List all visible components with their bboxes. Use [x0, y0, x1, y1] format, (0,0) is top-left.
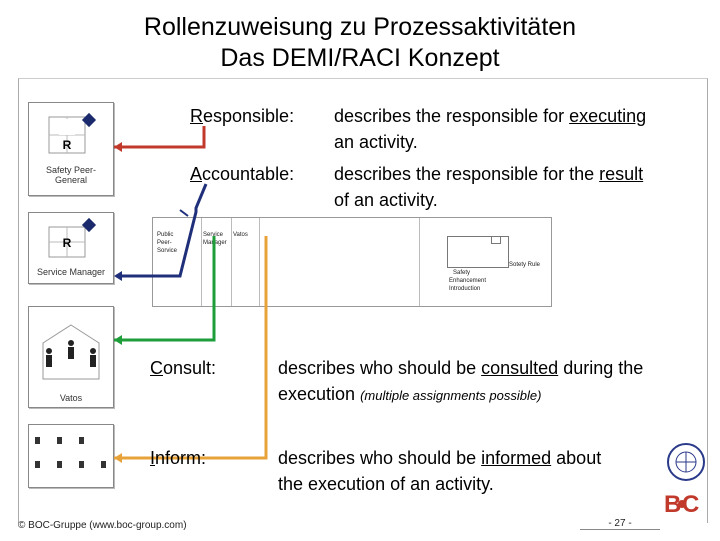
role-box-safety-peer: R Safety Peer- General [28, 102, 114, 196]
title-line-2: Das DEMI/RACI Konzept [220, 44, 500, 72]
role-caption-3: Vatos [59, 393, 83, 403]
page-number: - 27 - [580, 518, 660, 530]
people-grid-icon [35, 437, 106, 468]
def-responsible-text-2: an activity. [334, 132, 418, 152]
activity-connector [491, 236, 501, 244]
boc-logo: B C [656, 436, 716, 536]
activity-label-2: Enhancement [449, 278, 487, 284]
def-responsible-text: describes the responsible for executing [334, 106, 647, 126]
footer-copyright: © BOC-Gruppe (www.boc-group.com) [18, 520, 187, 531]
def-consult-term: Consult: [150, 358, 217, 378]
role-box-service-manager: R Service Manager [28, 212, 114, 284]
diagram-col-1: Public Peer- Sorvice [153, 218, 202, 306]
diagram-col-3: Vatos [231, 218, 260, 306]
def-accountable-term: Accountable: [190, 164, 295, 184]
def-consult-text: describes who should be consulted during… [278, 358, 644, 378]
group-of-people-icon [42, 324, 100, 380]
role-caption-2: Service Manager [36, 267, 106, 277]
svg-text:R: R [63, 236, 72, 250]
title-line-1: Rollenzuweisung zu Prozessaktivitäten [143, 13, 577, 41]
activity-label-3: Introduction [449, 286, 481, 292]
svg-text:R: R [63, 138, 72, 152]
diagram-lane [259, 218, 420, 306]
def-inform-term: Inform: [150, 448, 207, 468]
activity-shape [447, 236, 509, 268]
content-panel [18, 78, 708, 523]
def-accountable-text-2: of an activity. [334, 190, 438, 210]
def-accountable-text: describes the responsible for the result [334, 164, 644, 184]
def-consult-text-2: execution (multiple assignments possible… [278, 384, 542, 404]
responsible-role-icon-2: R [48, 217, 97, 258]
def-inform-text-2: the execution of an activity. [278, 474, 494, 494]
slide-title: Rollenzuweisung zu Prozessaktivitäten Da… [0, 12, 720, 74]
process-diagram: Public Peer- Sorvice Service Manager Vat… [152, 217, 552, 307]
role-caption-1: Safety Peer- General [45, 165, 97, 185]
university-seal-icon: B C [664, 443, 705, 518]
activity-label-1: Safety [453, 270, 471, 276]
role-box-group: Vatos [28, 306, 114, 408]
svg-text:C: C [682, 491, 699, 518]
def-responsible-term: Responsible: [190, 106, 295, 126]
svg-text:B: B [664, 491, 681, 518]
def-inform-text: describes who should be informed about [278, 448, 602, 468]
role-box-people-grid [28, 424, 114, 488]
responsible-role-icon: R [48, 112, 97, 154]
activity-side-label: Sotety Rule [509, 262, 541, 268]
